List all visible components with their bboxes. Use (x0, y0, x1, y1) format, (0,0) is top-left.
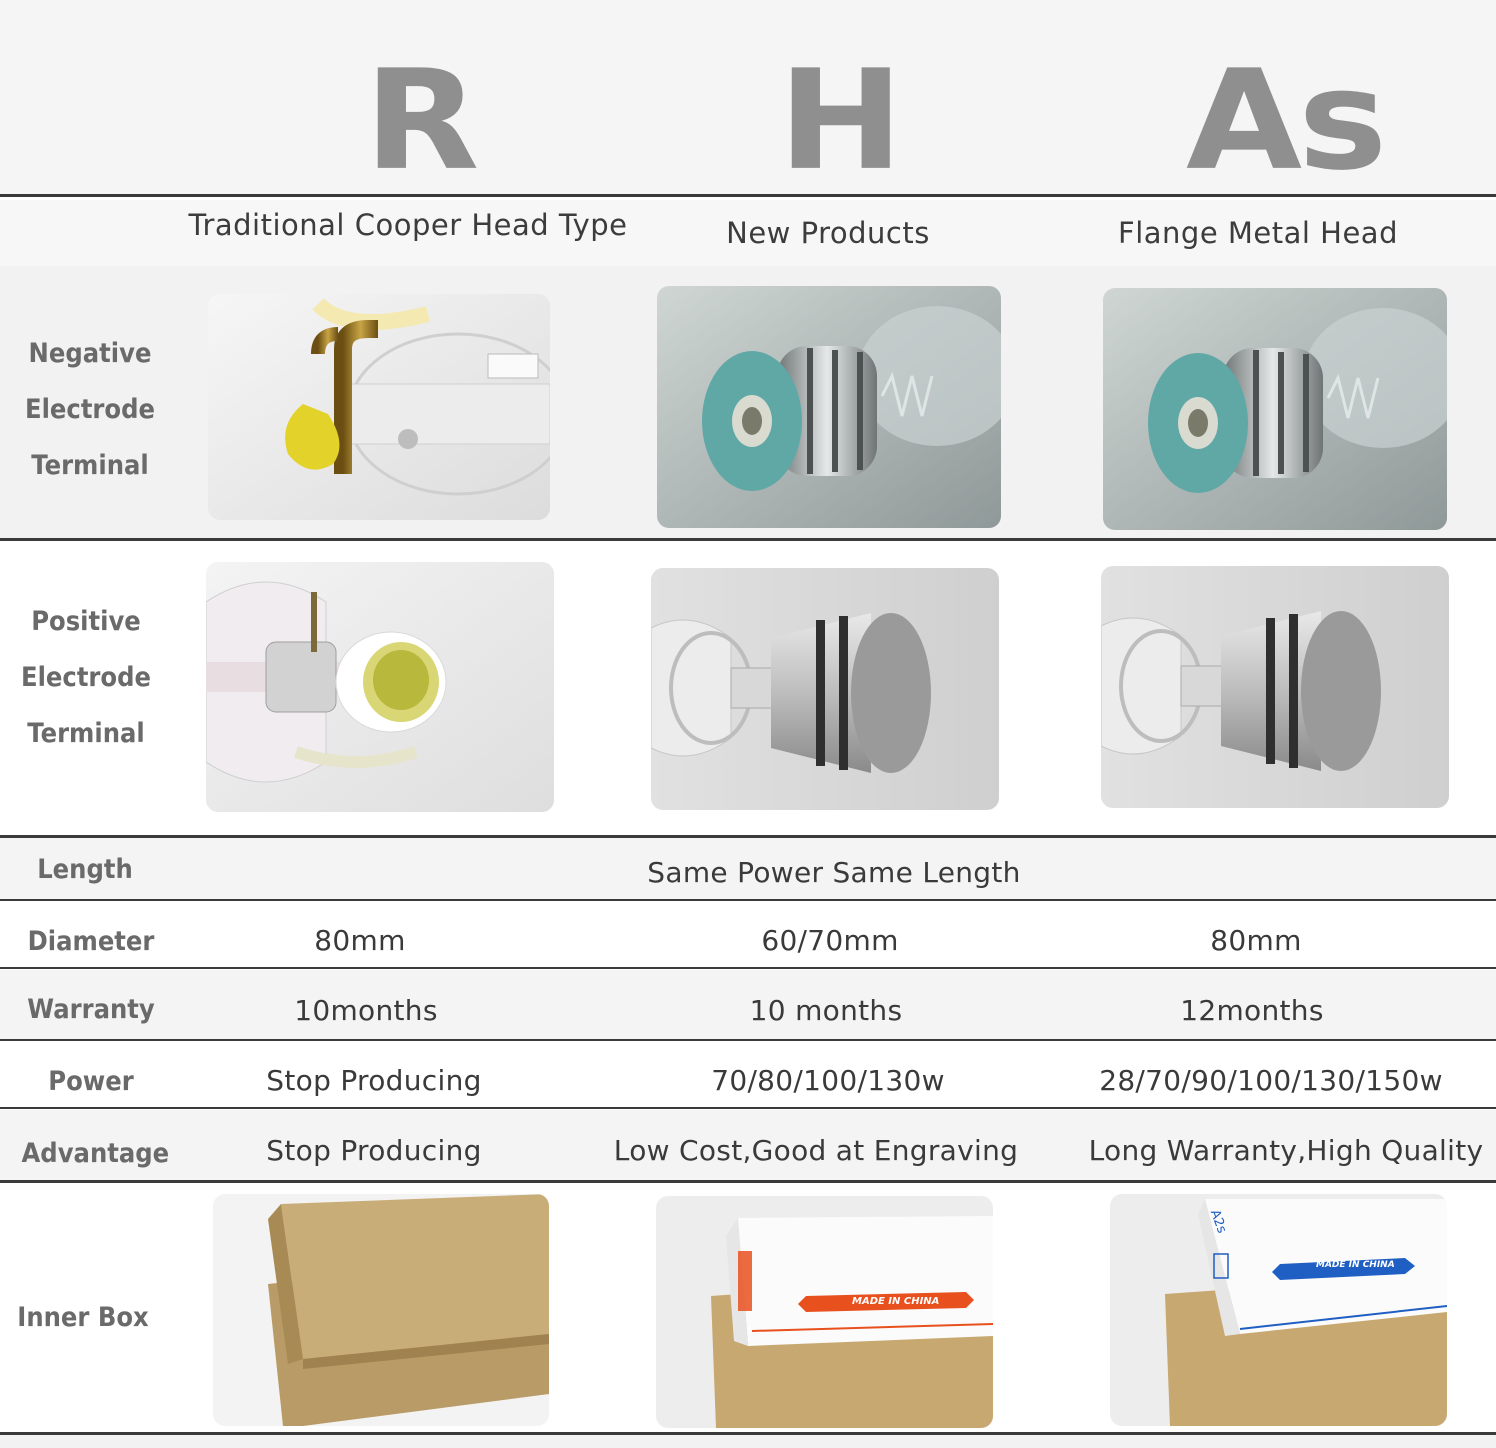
advantage-r: Stop Producing (266, 1134, 482, 1167)
as-negative-terminal-photo (1103, 288, 1447, 530)
diameter-label: Diameter (27, 926, 155, 957)
subtitle-band (0, 200, 1496, 266)
rule (0, 538, 1496, 541)
h-inner-box-photo: MADE IN CHINA (656, 1196, 993, 1428)
h-negative-terminal-photo (657, 286, 1001, 528)
header-band (0, 0, 1496, 196)
length-value: Same Power Same Length (647, 856, 1021, 889)
made-in-china-print: MADE IN CHINA (852, 1296, 940, 1307)
advantage-h: Low Cost,Good at Engraving (613, 1134, 1019, 1167)
column-subtitle-r: Traditional Cooper Head Type (188, 208, 628, 242)
label-line: Negative (28, 338, 152, 369)
column-code-r: R (364, 40, 479, 202)
warranty-as: 12months (1180, 994, 1324, 1027)
warranty-h: 10 months (749, 994, 903, 1027)
column-subtitle-h: New Products (726, 216, 930, 250)
r-positive-terminal-photo (206, 562, 554, 812)
rule (0, 835, 1496, 838)
rule (0, 1432, 1496, 1435)
rule (0, 1107, 1496, 1109)
positive-electrode-label: Positive Electrode Terminal (14, 594, 158, 762)
column-code-h: H (778, 40, 904, 202)
negative-electrode-label: Negative Electrode Terminal (18, 326, 162, 494)
diameter-as: 80mm (1210, 924, 1302, 957)
rule (0, 194, 1496, 197)
power-r: Stop Producing (266, 1064, 482, 1097)
inner-box-label: Inner Box (17, 1302, 149, 1333)
warranty-r: 10months (294, 994, 438, 1027)
rule (0, 899, 1496, 901)
as-inner-box-photo: A2s MADE IN CHINA (1110, 1194, 1447, 1426)
power-as: 28/70/90/100/130/150w (1099, 1064, 1443, 1097)
rule (0, 967, 1496, 969)
diameter-h: 60/70mm (761, 924, 899, 957)
length-label: Length (37, 854, 133, 885)
advantage-as: Long Warranty,High Quality (1088, 1134, 1484, 1167)
rule (0, 1180, 1496, 1183)
column-code-as: As (1186, 40, 1387, 202)
length-band (0, 838, 1496, 900)
advantage-label: Advantage (21, 1138, 170, 1169)
warranty-label: Warranty (27, 994, 155, 1025)
column-subtitle-as: Flange Metal Head (1118, 216, 1398, 250)
rule (0, 1039, 1496, 1041)
bottom-band (0, 1434, 1496, 1448)
made-in-china-print: MADE IN CHINA (1316, 1260, 1395, 1270)
h-positive-terminal-photo (651, 568, 999, 810)
label-line: Terminal (27, 718, 145, 749)
label-line: Terminal (31, 450, 149, 481)
label-line: Electrode (25, 394, 155, 425)
power-h: 70/80/100/130w (711, 1064, 945, 1097)
label-line: Electrode (21, 662, 151, 693)
r-negative-terminal-photo (208, 294, 550, 520)
advantage-band (0, 1110, 1496, 1182)
power-label: Power (48, 1066, 134, 1097)
label-line: Positive (31, 606, 141, 637)
diameter-r: 80mm (314, 924, 406, 957)
warranty-band (0, 970, 1496, 1040)
r-inner-box-photo (213, 1194, 549, 1426)
as-positive-terminal-photo (1101, 566, 1449, 808)
